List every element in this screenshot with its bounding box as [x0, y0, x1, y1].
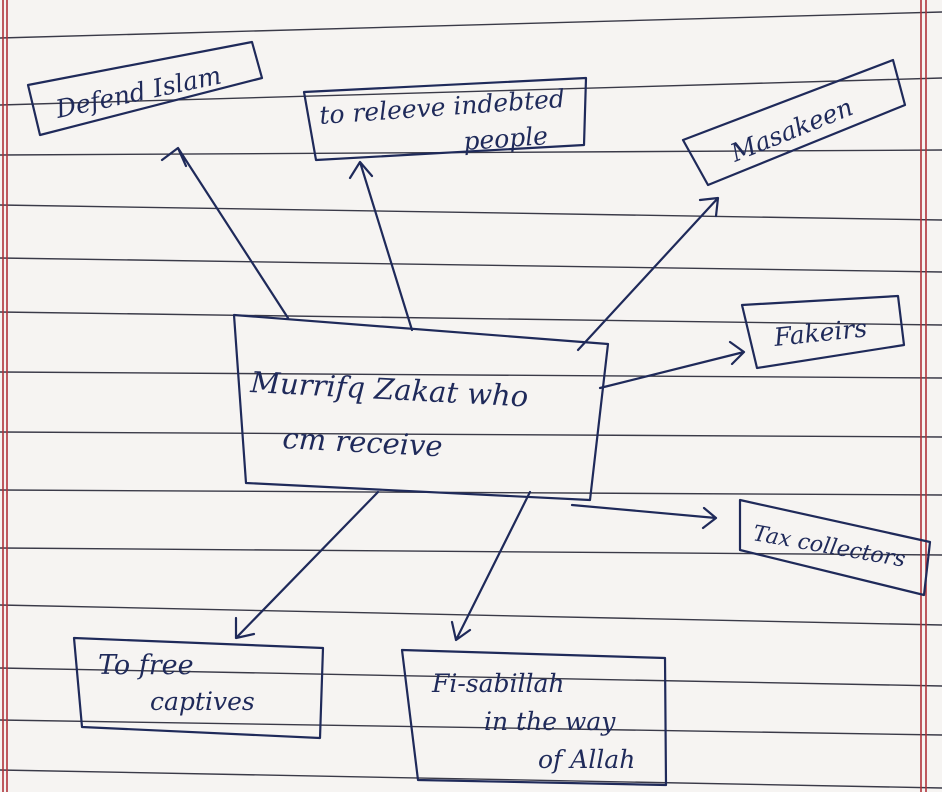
node-box-free-captives: [72, 636, 325, 740]
ruled-lines: [0, 11, 942, 789]
arrow-to-fisabillah: [450, 490, 532, 642]
node-box-masakeen: [681, 58, 907, 187]
node-labels: Defend Islam to releeve indebted people …: [52, 61, 907, 774]
arrow-to-tax-collectors: [570, 503, 718, 530]
central-label-line1: Murrifq Zakat who: [249, 365, 529, 414]
central-box: [232, 313, 610, 502]
arrow-to-masakeen: [576, 196, 720, 352]
arrow-to-free-captives: [234, 490, 380, 640]
node-label-fisabillah-line1: Fi-sabillah: [431, 669, 565, 698]
node-box-fakirs: [740, 294, 906, 370]
node-box-tax-collectors: [738, 498, 932, 597]
node-label-free-captives-line2: captives: [150, 687, 255, 716]
node-label-masakeen: Masakeen: [725, 92, 856, 168]
node-label-tax-collectors: Tax collectors: [751, 521, 907, 572]
node-label-free-captives-line1: To free: [98, 650, 194, 681]
node-label-fakirs: Fakeirs: [772, 313, 869, 352]
arrow-to-defend-islam: [160, 146, 290, 320]
node-box-fisabillah: [400, 648, 668, 787]
node-box-indebted: [302, 76, 588, 162]
arrow-to-indebted: [348, 160, 414, 332]
central-label-line2: cm receive: [282, 421, 444, 463]
node-box-defend-islam: [26, 40, 264, 137]
node-label-fisabillah-line3: of Allah: [538, 745, 635, 774]
node-label-defend-islam: Defend Islam: [52, 61, 224, 125]
arrow-to-fakirs: [598, 340, 746, 390]
node-label-fisabillah-line2: in the way: [484, 707, 616, 736]
node-label-indebted-line2: people: [462, 121, 548, 156]
